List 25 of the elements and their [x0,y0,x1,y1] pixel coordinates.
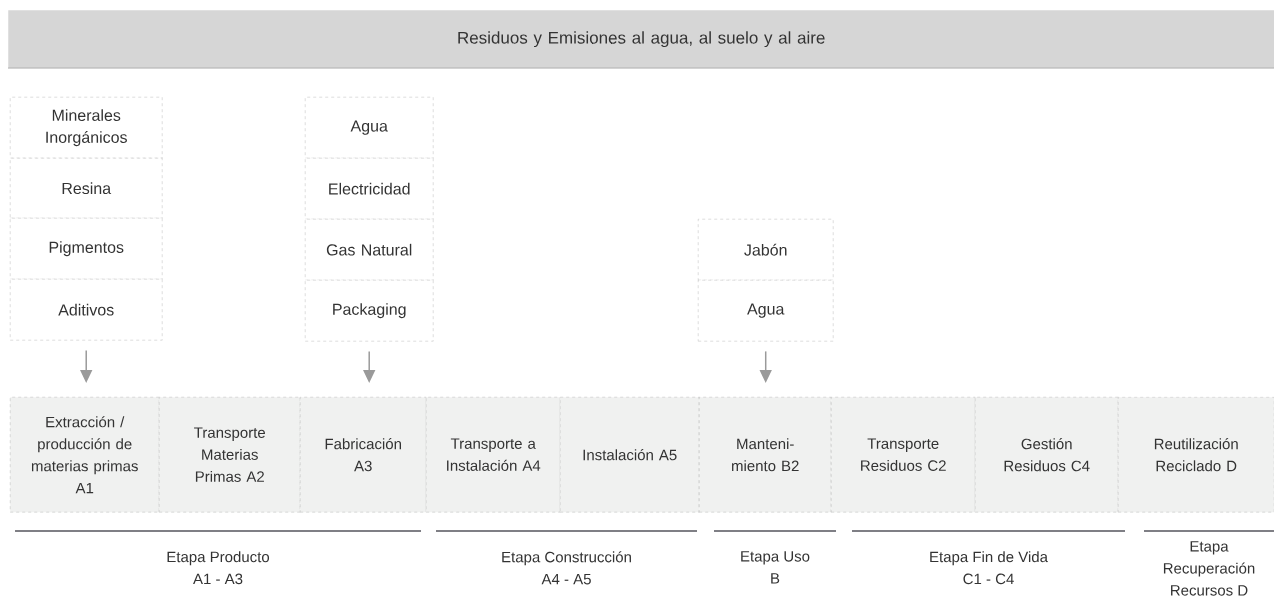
input-cell: Packaging [305,280,434,342]
input-cell: Pigmentos [10,218,163,280]
stage-cell: Transporte Residuos C2 [831,397,976,513]
input-cell: Electricidad [305,158,434,220]
stage-label: Etapa Recuperación Recursos D [1163,541,1255,596]
stage-label: Etapa Fin de Vida C1 - C4 [930,551,1048,585]
stage-label: Etapa Producto A1 - A3 [167,551,270,585]
stage-cell: Manteni- miento B2 [699,397,832,513]
input-cell: Agua [698,280,834,342]
input-cell: Minerales Inorgánicos [10,97,163,159]
stage-label: Etapa Construcción A4 - A5 [502,551,631,585]
input-cell: Agua [305,97,434,159]
stage-cell: Gestión Residuos C4 [975,397,1119,513]
emissions-band: Residuos y Emisiones al agua, al suelo y al aire [8,10,1274,69]
input-cell: Gas Natural [305,219,434,281]
stage-cell: Transporte Materias Primas A2 [159,397,301,513]
stage-cell: Transporte a Instalación A4 [426,397,561,513]
input-cell: Aditivos [10,279,163,341]
stage-cell: Reutilización Reciclado D [1118,397,1274,513]
stage-cell: Extracción / producción de materias primas A1 [10,397,160,513]
stage-cell: Fabricación A3 [300,397,427,513]
stage-label: Etapa Uso B [741,551,810,584]
input-cell: Resina [10,158,163,219]
input-cell: Jabón [698,219,834,281]
stage-cell: Instalación A5 [560,397,700,513]
